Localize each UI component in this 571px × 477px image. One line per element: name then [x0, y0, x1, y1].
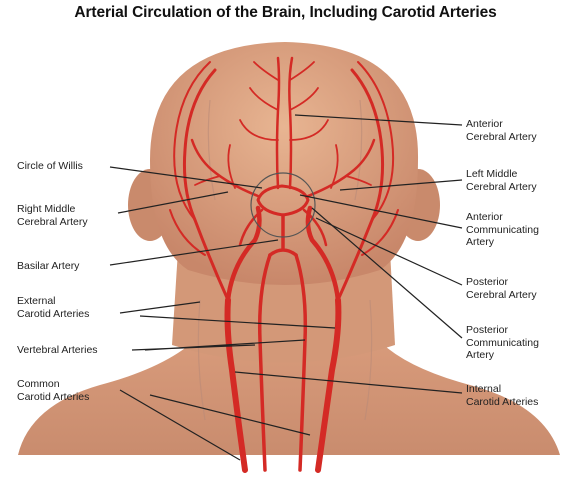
- label-right-middle-cerebral-artery: Right Middle Cerebral Artery: [17, 203, 88, 228]
- label-external-carotid-arteries: External Carotid Arteries: [17, 295, 89, 320]
- label-anterior-communicating-artery: Anterior Communicating Artery: [466, 211, 539, 249]
- label-posterior-communicating-artery: Posterior Communicating Artery: [466, 324, 539, 362]
- label-internal-carotid-arteries: Internal Carotid Arteries: [466, 383, 538, 408]
- label-common-carotid-arteries: Common Carotid Arteries: [17, 378, 89, 403]
- label-circle-of-willis: Circle of Willis: [17, 160, 83, 173]
- label-posterior-cerebral-artery: Posterior Cerebral Artery: [466, 276, 537, 301]
- label-basilar-artery: Basilar Artery: [17, 260, 79, 273]
- label-vertebral-arteries: Vertebral Arteries: [17, 344, 98, 357]
- label-anterior-cerebral-artery: Anterior Cerebral Artery: [466, 118, 537, 143]
- label-left-middle-cerebral-artery: Left Middle Cerebral Artery: [466, 168, 537, 193]
